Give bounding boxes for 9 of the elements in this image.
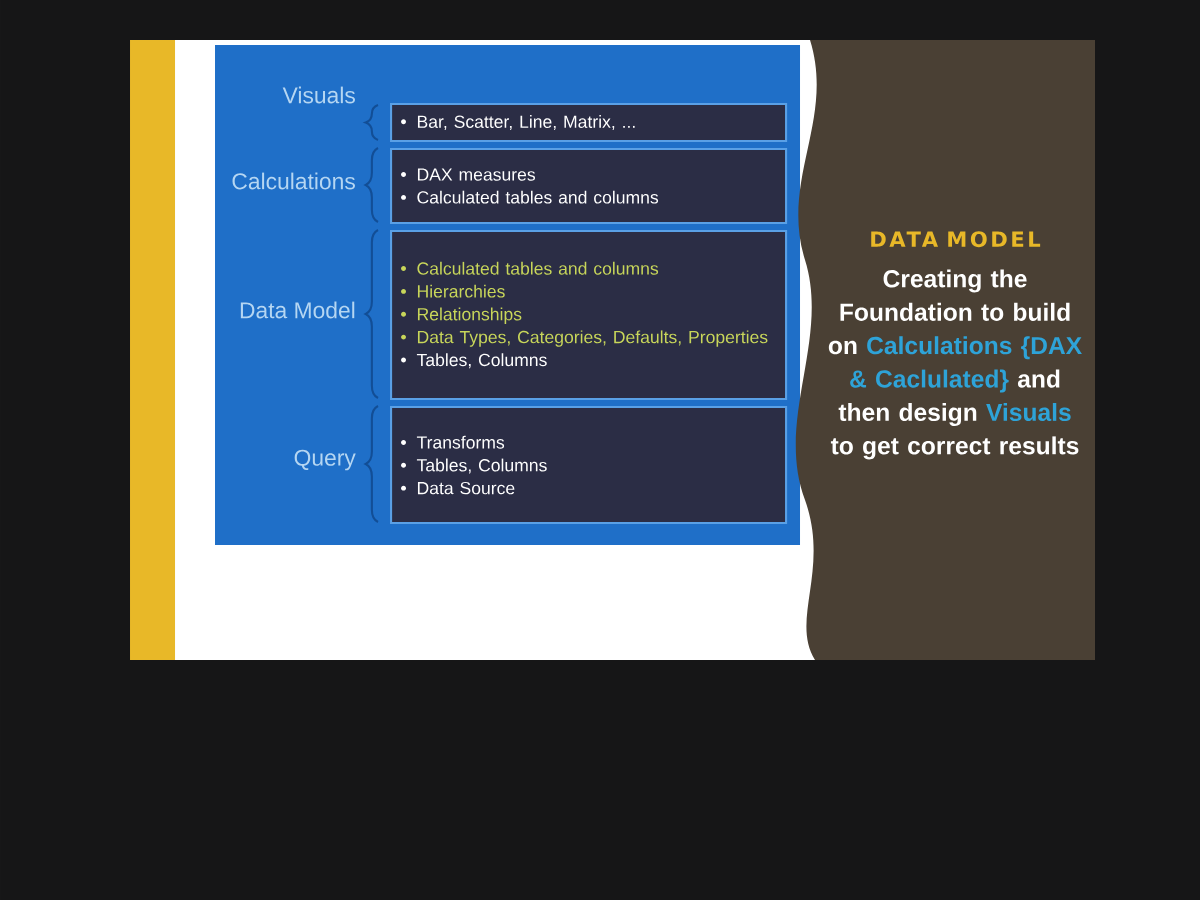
layer-label: Query [294, 449, 356, 471]
layer-box: DAX measures Calculated tables and columns [390, 148, 788, 225]
layer-box: Transforms Tables, Columns Data Source [390, 406, 788, 525]
info-panel: DATA MODEL Creating the Foundation to build on Calculations {DAX & Caclulated} and then design Visuals to get correct results [795, 40, 1095, 660]
layer-box: Calculated tables and columns Hierarchies Relationships Data Types, Categories, Defaults, Properties Tables, Columns [390, 230, 788, 401]
layer-label: Calculations [232, 172, 355, 190]
layer-box: Bar, Scatter, Line, Matrix, ... [390, 103, 788, 143]
layer-label: Visuals [282, 86, 355, 104]
layer-label: Data Model [240, 301, 355, 319]
